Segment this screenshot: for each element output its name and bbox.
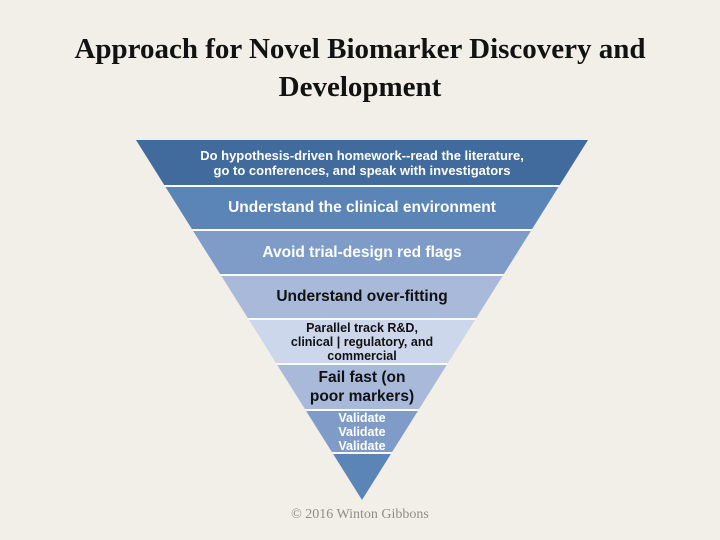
funnel-level-2: Understand the clinical environment [136, 185, 588, 229]
funnel-level-6-label: Fail fast (on poor markers) [309, 369, 415, 405]
funnel-level-5-label: Parallel track R&D, clinical | regulator… [290, 320, 434, 363]
funnel-level-4: Understand over-fitting [136, 274, 588, 318]
funnel-level-8 [136, 452, 588, 500]
funnel-level-6: Fail fast (on poor markers) [136, 363, 588, 409]
funnel-level-7: Validate Validate Validate [136, 409, 588, 453]
funnel-diagram: Do hypothesis-driven homework--read the … [136, 140, 588, 500]
funnel-level-4-label: Understand over-fitting [276, 288, 448, 305]
funnel-level-3: Avoid trial-design red flags [136, 229, 588, 274]
funnel-level-2-label: Understand the clinical environment [228, 199, 496, 216]
funnel-level-7-label: Validate Validate Validate [338, 410, 386, 453]
funnel-level-1: Do hypothesis-driven homework--read the … [136, 140, 588, 185]
page-title: Approach for Novel Biomarker Discovery a… [74, 33, 646, 103]
funnel-level-5: Parallel track R&D, clinical | regulator… [136, 318, 588, 363]
funnel-level-3-label: Avoid trial-design red flags [262, 243, 462, 261]
copyright-text: © 2016 Winton Gibbons [291, 507, 429, 522]
funnel-level-1-label: Do hypothesis-driven homework--read the … [200, 147, 524, 178]
